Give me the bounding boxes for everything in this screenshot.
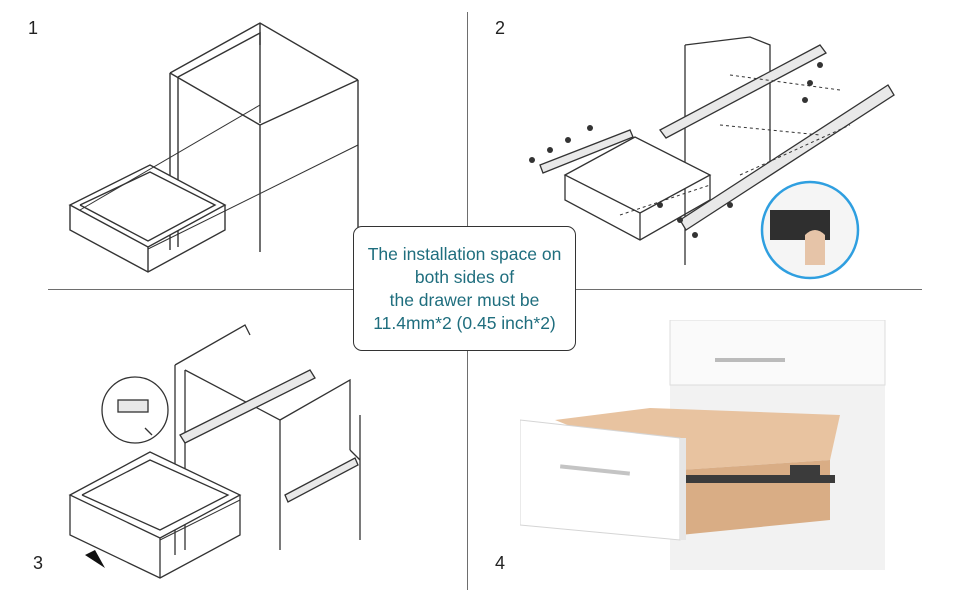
horizontal-divider-right [576,289,922,290]
arrow-icon [85,550,105,568]
cabinet-and-drawer-illustration [68,22,359,273]
drawer-insertion-illustration [68,324,361,579]
callout-line-3: the drawer must be [389,289,540,310]
panel-step-3 [60,300,440,590]
screw-icon [529,62,823,238]
callout-line-4: 11.4mm*2 (0.45 inch*2) [373,312,556,333]
step-number-4: 4 [495,553,506,573]
horizontal-divider-left [48,289,353,290]
finished-drawer-illustration [520,320,886,570]
callout-line-2: both sides of [414,266,515,287]
step-number-1: 1 [28,18,39,38]
panel-step-2 [520,25,900,285]
step-number-3: 3 [33,553,44,573]
panel-step-4 [520,320,910,570]
step-number-2: 2 [495,18,506,38]
panel-step-1 [60,15,380,280]
installation-space-callout: The installation space on both sides of … [353,226,576,351]
callout-line-1: The installation space on [367,243,562,264]
exploded-assembly-illustration [529,36,895,280]
